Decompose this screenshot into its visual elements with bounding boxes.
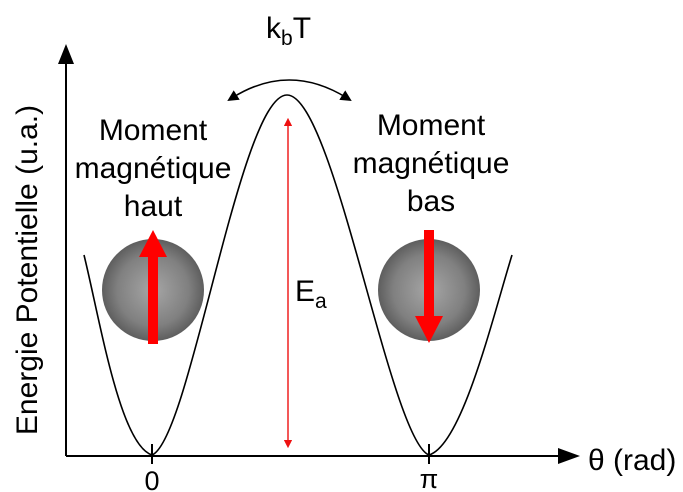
x-axis-arrowhead	[558, 448, 580, 464]
y-axis-label: Energie Potentielle (u.a.)	[11, 105, 44, 435]
right-state-line-1: Moment	[377, 109, 486, 142]
x-tick-label-pi: π	[420, 464, 439, 492]
left-moment-arrow-head	[139, 230, 167, 257]
left-state-line-3: haut	[124, 190, 183, 223]
right-state-line-3: bas	[407, 185, 455, 218]
left-moment-arrow-shaft	[148, 252, 158, 344]
y-axis-arrowhead	[58, 44, 74, 64]
barrier-energy-label: Ea	[295, 275, 327, 313]
thermal-arrow	[227, 79, 352, 101]
right-moment-arrow-shaft	[424, 230, 434, 320]
thermal-energy-label: kbT	[266, 12, 311, 50]
x-axis-label: θ (rad)	[588, 444, 676, 477]
right-moment-arrow-head	[415, 316, 443, 343]
x-tick-label-0: 0	[144, 466, 159, 492]
left-state-line-2: magnétique	[75, 152, 232, 185]
right-state-line-2: magnétique	[353, 147, 510, 180]
left-state-line-1: Moment	[99, 114, 208, 147]
